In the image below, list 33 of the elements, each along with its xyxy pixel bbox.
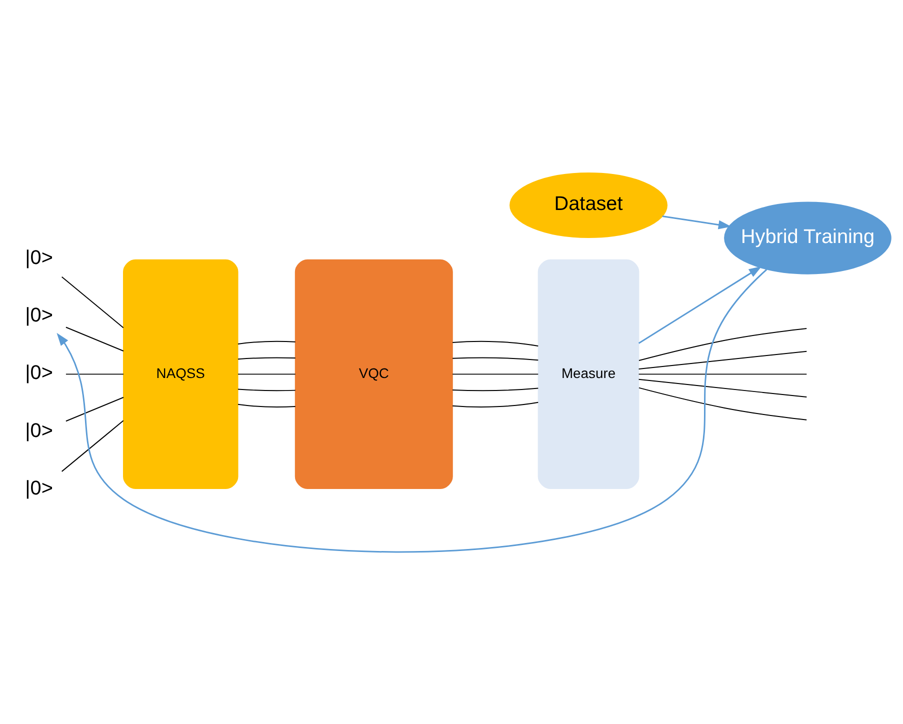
node-text: |0> [25, 304, 53, 326]
node-text: |0> [25, 362, 53, 384]
connector [638, 328, 808, 361]
node-text: |0> [25, 476, 53, 499]
node-ellipse: Hybrid Training [724, 201, 892, 274]
connector [452, 373, 539, 374]
connector [237, 356, 296, 360]
node-box: VQC [294, 258, 453, 488]
node-box: Measure [538, 258, 640, 488]
node-ellipse: Dataset [510, 172, 668, 238]
connector [638, 350, 808, 369]
connector [65, 373, 124, 374]
node-box: NAQSS [123, 258, 238, 488]
connector [237, 373, 296, 374]
node-text: |0> [25, 419, 53, 442]
connector [237, 340, 296, 344]
connector [638, 373, 808, 374]
node-text: |0> [25, 246, 53, 268]
arrow [56, 268, 768, 552]
connector [452, 401, 539, 407]
arrow [662, 215, 732, 229]
connector [61, 276, 124, 328]
connector [638, 386, 808, 420]
connector [452, 387, 539, 391]
connector [452, 356, 539, 360]
connector [65, 326, 124, 351]
connector [65, 396, 124, 422]
connector [237, 388, 296, 391]
connector [452, 340, 539, 346]
connector [237, 403, 296, 407]
connector [638, 378, 808, 398]
connector [61, 420, 124, 472]
arrow [638, 266, 762, 344]
